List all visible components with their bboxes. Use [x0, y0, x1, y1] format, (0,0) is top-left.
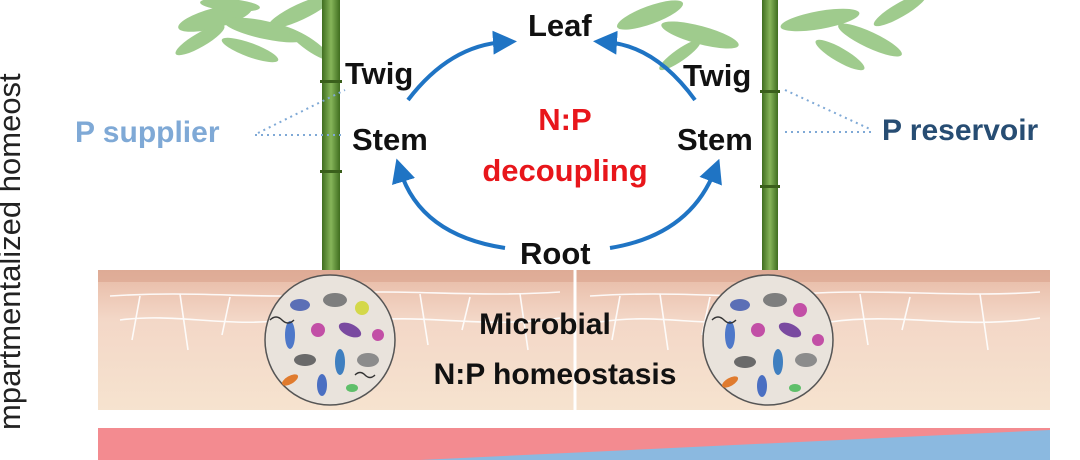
node-root: Root	[520, 236, 591, 271]
dotted-connector-left	[255, 89, 346, 136]
soil-label-line1: Microbial	[479, 308, 611, 341]
node-twig-left: Twig	[345, 56, 414, 91]
bamboo-foliage-right	[616, 0, 927, 71]
center-label-line2: decoupling	[482, 153, 648, 188]
node-twig-right: Twig	[683, 58, 752, 93]
microbe-circle-icon	[264, 274, 834, 406]
node-stem-left: Stem	[352, 122, 428, 157]
curved-arrow-cycle	[392, 30, 722, 250]
vertical-axis-title: mpartmentalized homeost	[0, 73, 27, 430]
center-label-line1: N:P	[538, 102, 592, 137]
bamboo-stalk-right	[760, 0, 780, 272]
bamboo-foliage-left	[175, 0, 332, 63]
gradient-bar	[98, 428, 1050, 460]
node-stem-right: Stem	[677, 122, 753, 157]
label-p-supplier: P supplier	[75, 116, 220, 149]
bamboo-stalk-left	[320, 0, 342, 272]
soil-label-line2: N:P homeostasis	[433, 358, 677, 391]
node-leaf: Leaf	[528, 8, 592, 43]
dotted-connector-right	[784, 89, 875, 133]
soil-layer	[98, 270, 1050, 410]
label-p-reservoir: P reservoir	[882, 114, 1039, 147]
